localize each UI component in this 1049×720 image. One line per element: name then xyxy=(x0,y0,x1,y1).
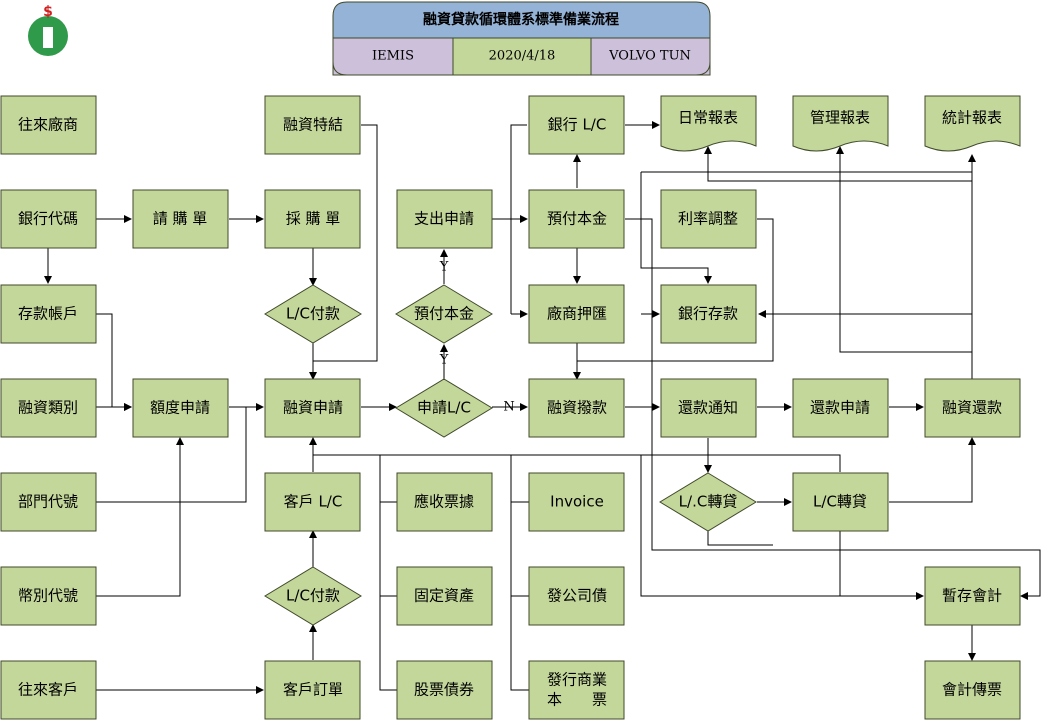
svg-text:會計傳票: 會計傳票 xyxy=(942,681,1002,699)
node-financing-type[interactable]: 融資類別 xyxy=(0,378,97,438)
node-vendor[interactable]: 往來廠商 xyxy=(0,95,97,155)
header-date: 2020/4/18 xyxy=(489,49,556,64)
connectors xyxy=(44,121,1041,694)
svg-text:銀行代碼: 銀行代碼 xyxy=(18,210,78,228)
node-credit-apply[interactable]: 額度申請 xyxy=(132,378,229,438)
svg-text:存款帳戶: 存款帳戶 xyxy=(18,305,78,323)
svg-text:支出申請: 支出申請 xyxy=(414,210,474,228)
header-panel: 融資貸款循環體系標準備業流程 IEMIS 2020/4/18 VOLVO TUN xyxy=(332,1,711,76)
node-lc-payment-decision-2[interactable]: L/C付款 xyxy=(264,566,362,626)
svg-text:融資申請: 融資申請 xyxy=(283,399,343,417)
node-deposit-account[interactable]: 存款帳戶 xyxy=(0,284,97,344)
svg-text:申請L/C: 申請L/C xyxy=(417,399,471,417)
node-stat-report[interactable]: 統計報表 xyxy=(924,95,1021,152)
svg-text:部門代號: 部門代號 xyxy=(18,493,78,511)
svg-text:客戶 L/C: 客戶 L/C xyxy=(284,493,343,511)
svg-text:預付本金: 預付本金 xyxy=(414,305,474,323)
node-customer-lc[interactable]: 客戶 L/C xyxy=(264,472,361,532)
svg-text:發公司債: 發公司債 xyxy=(547,587,607,605)
svg-text:L/.C轉貸: L/.C轉貸 xyxy=(679,493,738,511)
svg-text:還款通知: 還款通知 xyxy=(678,399,738,417)
svg-text:還款申請: 還款申請 xyxy=(810,399,870,417)
label-yes-bottom: Y xyxy=(439,353,449,368)
svg-text:股票債券: 股票債券 xyxy=(414,681,474,699)
svg-text:管理報表: 管理報表 xyxy=(810,109,870,127)
node-bank-deposit[interactable]: 銀行存款 xyxy=(660,284,757,344)
node-lc-transfer-decision[interactable]: L/.C轉貸 xyxy=(659,472,757,532)
node-rate-adjust[interactable]: 利率調整 xyxy=(660,189,757,249)
svg-text:預付本金: 預付本金 xyxy=(547,210,607,228)
node-bank-code[interactable]: 銀行代碼 xyxy=(0,189,97,249)
svg-text:應收票據: 應收票據 xyxy=(414,493,474,511)
svg-text:發行商業: 發行商業 xyxy=(547,671,607,689)
svg-text:廠商押匯: 廠商押匯 xyxy=(547,305,607,323)
svg-text:額度申請: 額度申請 xyxy=(150,399,210,417)
svg-text:採 購 單: 採 購 單 xyxy=(286,210,341,228)
company-logo: $ xyxy=(28,4,68,56)
header-author: VOLVO TUN xyxy=(608,49,691,64)
svg-text:融資類別: 融資類別 xyxy=(18,399,78,417)
node-customer[interactable]: 往來客戶 xyxy=(0,660,97,720)
node-prepay-decision[interactable]: 預付本金 xyxy=(395,284,493,344)
svg-text:$: $ xyxy=(43,4,53,20)
node-purchase-order[interactable]: 採 購 單 xyxy=(264,189,361,249)
header-title: 融資貸款循環體系標準備業流程 xyxy=(423,11,619,28)
node-temp-account[interactable]: 暫存會計 xyxy=(924,566,1021,626)
node-financing-repay[interactable]: 融資還款 xyxy=(924,378,1021,438)
svg-text:往來客戶: 往來客戶 xyxy=(18,681,78,699)
svg-text:固定資產: 固定資產 xyxy=(414,587,474,605)
node-vendor-remit[interactable]: 廠商押匯 xyxy=(528,284,625,344)
node-purchase-request[interactable]: 請 購 單 xyxy=(132,189,229,249)
svg-text:暫存會計: 暫存會計 xyxy=(942,587,1002,605)
node-lc-payment-decision-1[interactable]: L/C付款 xyxy=(264,284,362,344)
node-repay-notice[interactable]: 還款通知 xyxy=(660,378,757,438)
svg-text:本 票: 本 票 xyxy=(547,691,607,709)
svg-text:請 購 單: 請 購 單 xyxy=(153,210,208,228)
node-dept-code[interactable]: 部門代號 xyxy=(0,472,97,532)
node-expense-apply[interactable]: 支出申請 xyxy=(396,189,493,249)
svg-text:融資撥款: 融資撥款 xyxy=(547,399,607,417)
label-no: N xyxy=(503,400,514,415)
svg-text:銀行存款: 銀行存款 xyxy=(678,305,738,323)
node-fixed-assets[interactable]: 固定資產 xyxy=(396,566,493,626)
svg-text:Invoice: Invoice xyxy=(550,493,604,511)
svg-text:融資還款: 融資還款 xyxy=(942,399,1002,417)
node-apply-lc-decision[interactable]: 申請L/C xyxy=(395,378,493,438)
node-bank-lc[interactable]: 銀行 L/C xyxy=(528,95,625,155)
node-commercial-paper[interactable]: 發行商業 本 票 xyxy=(528,660,625,720)
header-system: IEMIS xyxy=(372,49,414,64)
node-receivable-notes[interactable]: 應收票據 xyxy=(396,472,493,532)
node-lc-transfer[interactable]: L/C轉貸 xyxy=(792,472,889,532)
node-mgmt-report[interactable]: 管理報表 xyxy=(792,95,889,152)
svg-text:L/C付款: L/C付款 xyxy=(286,587,340,605)
node-daily-report[interactable]: 日常報表 xyxy=(660,95,757,152)
node-prepay-principal[interactable]: 預付本金 xyxy=(528,189,625,249)
svg-text:L/C付款: L/C付款 xyxy=(286,305,340,323)
node-stock-bonds[interactable]: 股票債券 xyxy=(396,660,493,720)
node-financing-apply[interactable]: 融資申請 xyxy=(264,378,361,438)
node-currency-code[interactable]: 幣別代號 xyxy=(0,566,97,626)
node-financing-disburse[interactable]: 融資撥款 xyxy=(528,378,625,438)
svg-text:往來廠商: 往來廠商 xyxy=(18,116,78,134)
node-customer-order[interactable]: 客戶訂單 xyxy=(264,660,361,720)
svg-text:統計報表: 統計報表 xyxy=(942,109,1002,127)
svg-text:客戶訂單: 客戶訂單 xyxy=(283,681,343,699)
node-financing-special[interactable]: 融資特結 xyxy=(264,95,361,155)
svg-text:融資特結: 融資特結 xyxy=(283,116,343,134)
node-accounting-voucher[interactable]: 會計傳票 xyxy=(924,660,1021,720)
svg-text:利率調整: 利率調整 xyxy=(678,210,738,228)
label-yes-top: Y xyxy=(439,260,449,275)
svg-text:日常報表: 日常報表 xyxy=(678,109,738,127)
node-corp-bond[interactable]: 發公司債 xyxy=(528,566,625,626)
node-invoice[interactable]: Invoice xyxy=(528,472,625,532)
node-repay-apply[interactable]: 還款申請 xyxy=(792,378,889,438)
svg-text:幣別代號: 幣別代號 xyxy=(18,587,78,605)
svg-text:L/C轉貸: L/C轉貸 xyxy=(813,493,867,511)
svg-text:銀行 L/C: 銀行 L/C xyxy=(548,116,607,134)
